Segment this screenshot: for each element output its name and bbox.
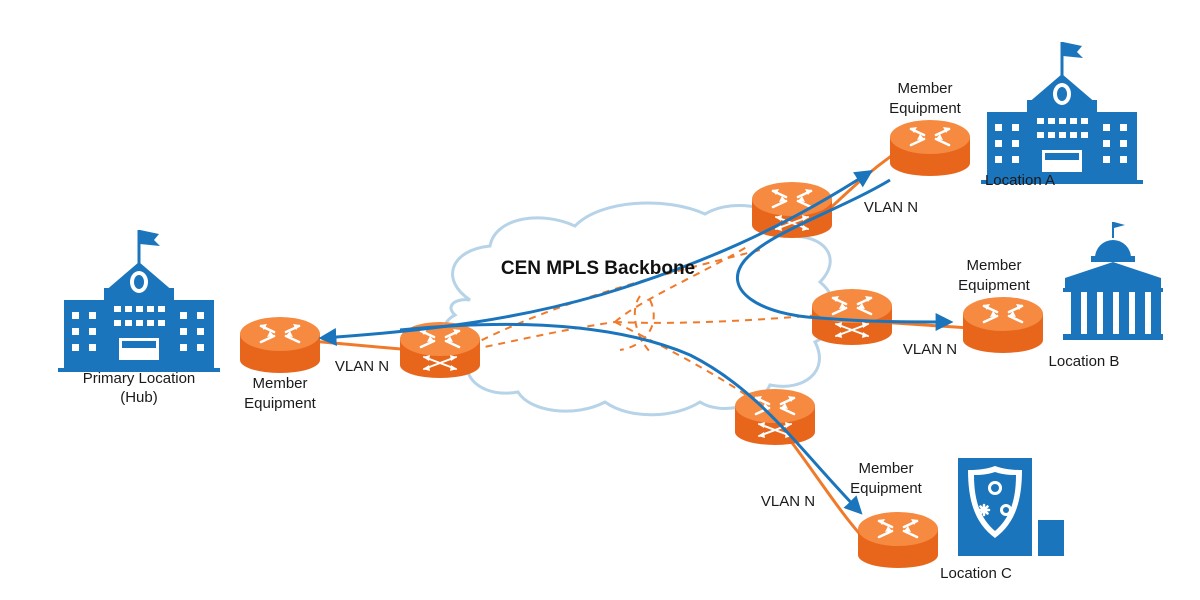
location-a-equipment-label-line2: Equipment [889, 100, 962, 117]
vlan-label-hub: VLAN N [335, 358, 389, 375]
hub-equipment-label-line2: Equipment [244, 395, 317, 412]
vlan-label-b: VLAN N [903, 341, 957, 358]
hub-label-line1: Primary Location [83, 370, 196, 387]
school-building-icon [56, 228, 222, 374]
location-a-label: Location A [985, 172, 1055, 189]
vlan-tunnels [318, 170, 954, 515]
backbone-title: CEN MPLS Backbone [501, 258, 695, 279]
vlan-label-a: VLAN N [864, 199, 918, 216]
government-building-icon [1063, 222, 1163, 340]
hub-equipment-label-line1: Member [252, 375, 307, 392]
mpls-router-c-icon [735, 389, 815, 445]
location-c-equipment-label-line1: Member [858, 460, 913, 477]
member-equipment-hub-icon [238, 315, 322, 375]
member-equipment-c-icon [856, 510, 940, 570]
location-c-label: Location C [940, 565, 1012, 582]
member-equipment-b-icon [961, 295, 1045, 355]
vlan-label-c: VLAN N [761, 493, 815, 510]
location-b-equipment-label-line2: Equipment [958, 277, 1031, 294]
school-building-icon [979, 40, 1145, 186]
member-equipment-a-icon [888, 118, 972, 178]
hub-label-line2: (Hub) [120, 389, 158, 406]
location-a-equipment-label-line1: Member [897, 80, 952, 97]
public-safety-building-icon [958, 458, 1064, 556]
location-c-equipment-label-line2: Equipment [850, 480, 923, 497]
location-b-label: Location B [1049, 353, 1120, 370]
location-b-equipment-label-line1: Member [966, 257, 1021, 274]
